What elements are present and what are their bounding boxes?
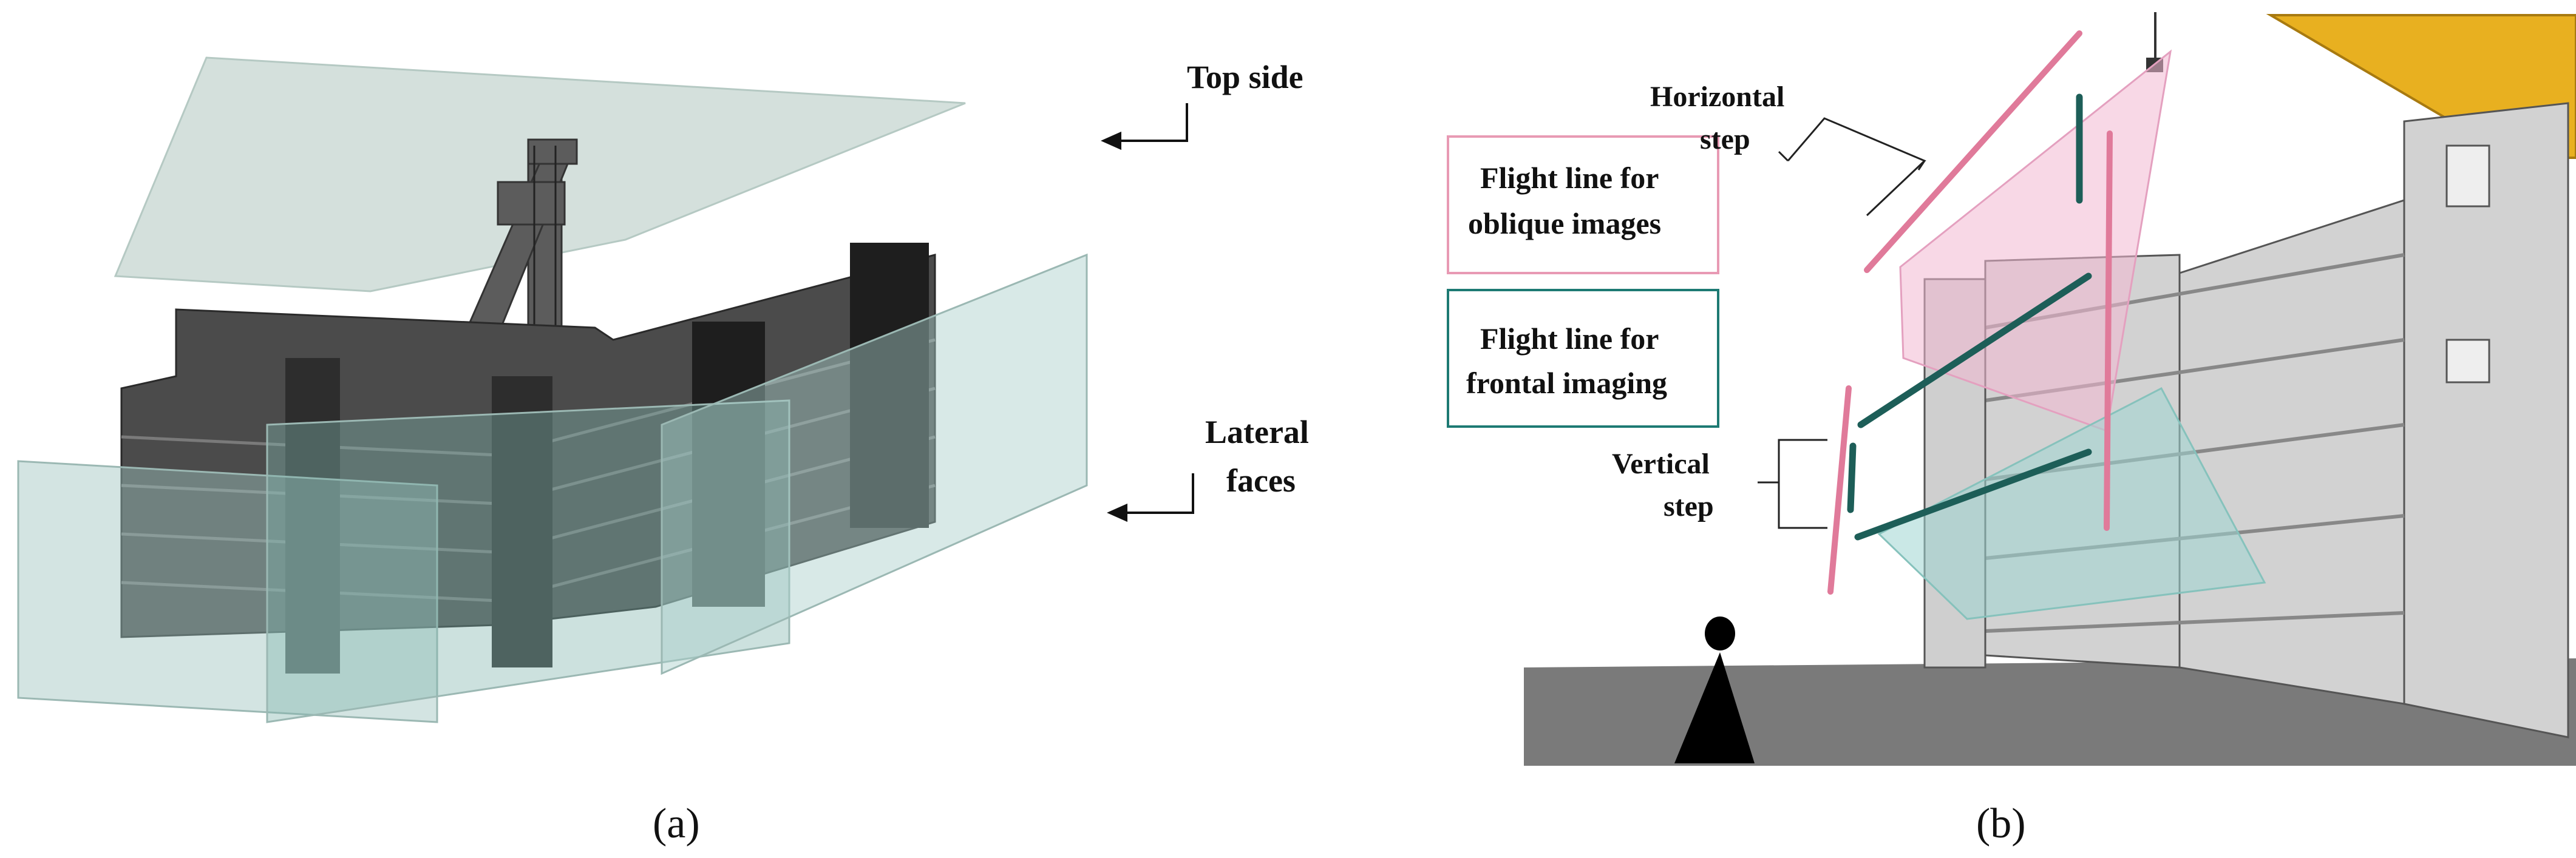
panel-b: Flight line for oblique images Flight li… bbox=[1447, 12, 2576, 847]
lateral-plane-right bbox=[661, 253, 1088, 675]
observer-figure bbox=[1674, 616, 1755, 763]
legend-oblique-line2: oblique images bbox=[1468, 206, 1661, 240]
legend-frontal-line1: Flight line for bbox=[1480, 322, 1659, 356]
label-lateral-faces-1: Lateral bbox=[1205, 414, 1309, 450]
label-vertical-step-2: step bbox=[1664, 490, 1714, 522]
horizontal-step-brace bbox=[1778, 117, 1926, 217]
label-top-side: Top side bbox=[1187, 59, 1303, 95]
panel-a: Top side Lateral faces (a) bbox=[17, 56, 1309, 847]
legend-frontal-box bbox=[1447, 289, 1719, 428]
legend-frontal-line2: frontal imaging bbox=[1466, 366, 1667, 400]
label-horizontal-step-2: step bbox=[1700, 123, 1750, 155]
frontal-plane bbox=[1877, 387, 2266, 620]
oblique-flight-lines bbox=[1827, 30, 2113, 595]
label-horizontal-step-1: Horizontal bbox=[1650, 81, 1784, 113]
building-a bbox=[120, 243, 936, 674]
legend-oblique-line1: Flight line for bbox=[1480, 161, 1659, 195]
vertical-step-brace bbox=[1758, 439, 1827, 529]
lateral-plane-left bbox=[17, 460, 438, 723]
caption-a: (a) bbox=[653, 800, 700, 847]
arrow-lateral-faces bbox=[1107, 473, 1194, 522]
frontal-flight-lines bbox=[1847, 93, 2092, 541]
arrow-top-side bbox=[1101, 103, 1188, 150]
caption-b: (b) bbox=[1976, 800, 2026, 847]
label-vertical-step-1: Vertical bbox=[1612, 448, 1710, 480]
legend-oblique-box bbox=[1447, 135, 1719, 274]
label-lateral-faces-2: faces bbox=[1226, 462, 1296, 499]
lateral-plane-middle bbox=[266, 399, 790, 723]
